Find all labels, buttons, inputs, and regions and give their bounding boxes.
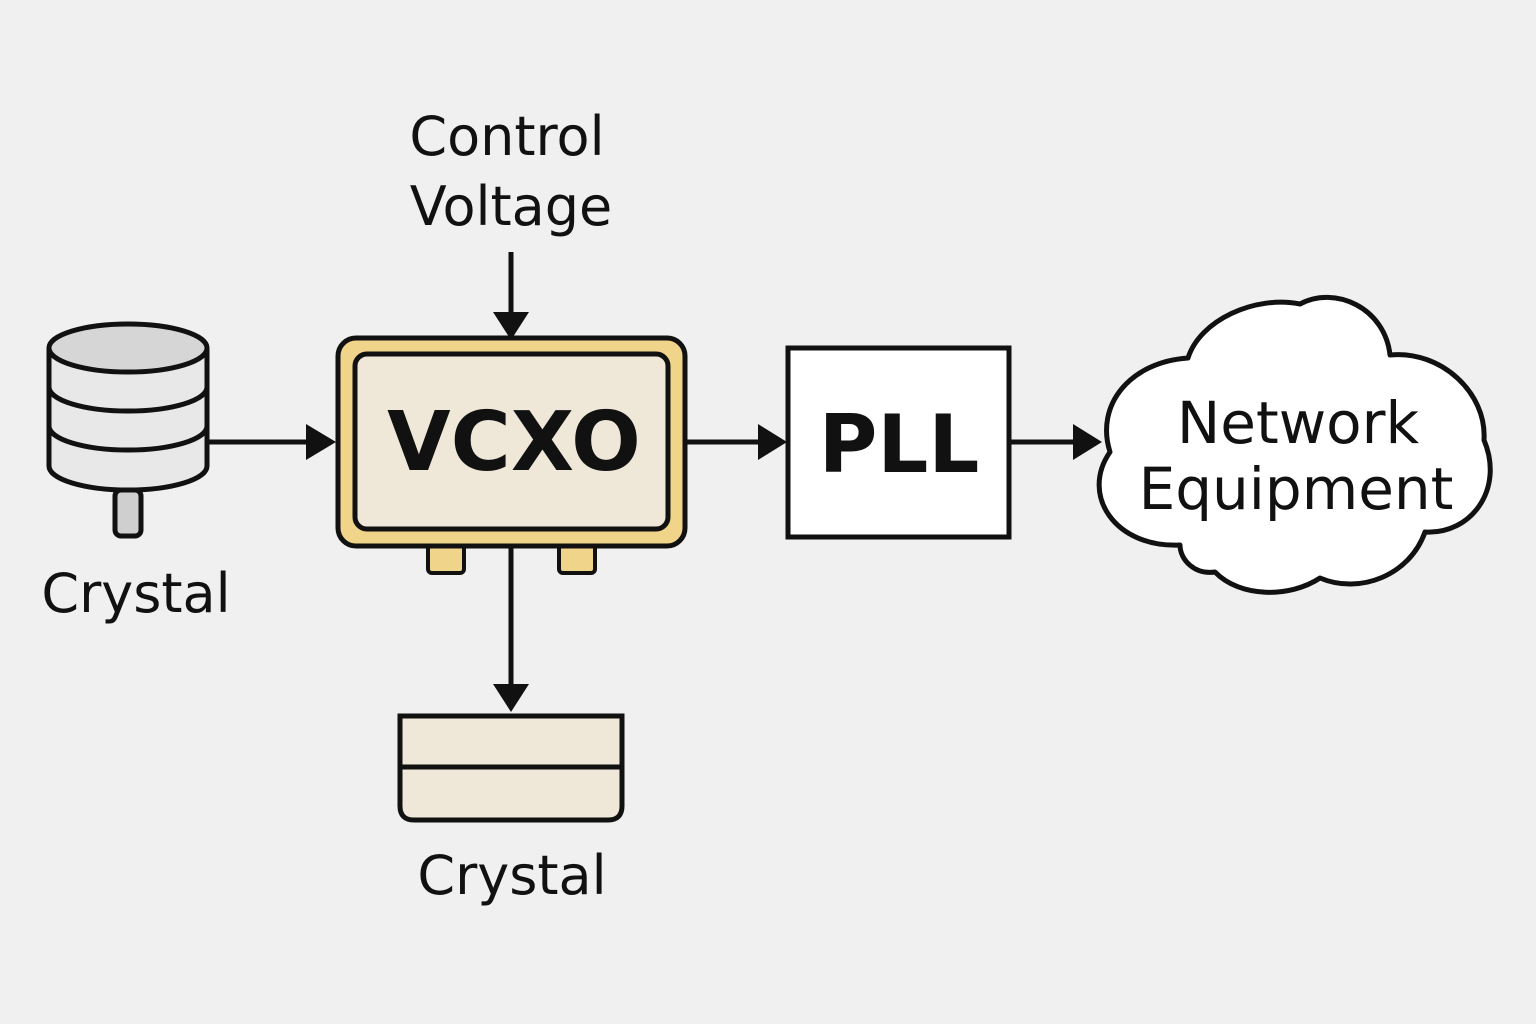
crystal-left-label: Crystal — [41, 562, 230, 625]
crystal-cylinder-icon — [46, 321, 210, 539]
arrowhead-crystal-to-vcxo — [306, 424, 336, 460]
pll-box — [785, 345, 1012, 540]
cloud-icon — [1096, 294, 1493, 595]
pll-label: PLL — [819, 398, 980, 491]
vcxo-label: VCXO — [387, 395, 641, 490]
crystal-bottom-label: Crystal — [417, 844, 606, 907]
arrowhead-control-to-vcxo — [493, 312, 529, 340]
network-label-line2: Equipment — [1139, 455, 1454, 523]
arrowhead-pll-to-network — [1073, 424, 1102, 460]
connectors — [207, 252, 1102, 712]
control-voltage-node: Control Voltage — [409, 105, 612, 238]
pll-node: PLL — [785, 345, 1012, 540]
control-voltage-label-line2: Voltage — [410, 175, 613, 238]
crystal-left-node: Crystal — [41, 321, 231, 625]
vcxo-inner-panel — [352, 351, 671, 532]
crystal-bottom-node: Crystal — [397, 713, 625, 907]
arrowhead-vcxo-to-pll — [758, 424, 787, 460]
control-voltage-label-line1: Control — [409, 105, 604, 168]
network-label-line1: Network — [1177, 389, 1420, 457]
arrowhead-vcxo-to-crystal — [493, 684, 529, 712]
crystal-package-icon — [397, 713, 625, 823]
vcxo-node: VCXO — [335, 335, 688, 575]
network-equipment-node: Network Equipment — [1096, 294, 1493, 595]
